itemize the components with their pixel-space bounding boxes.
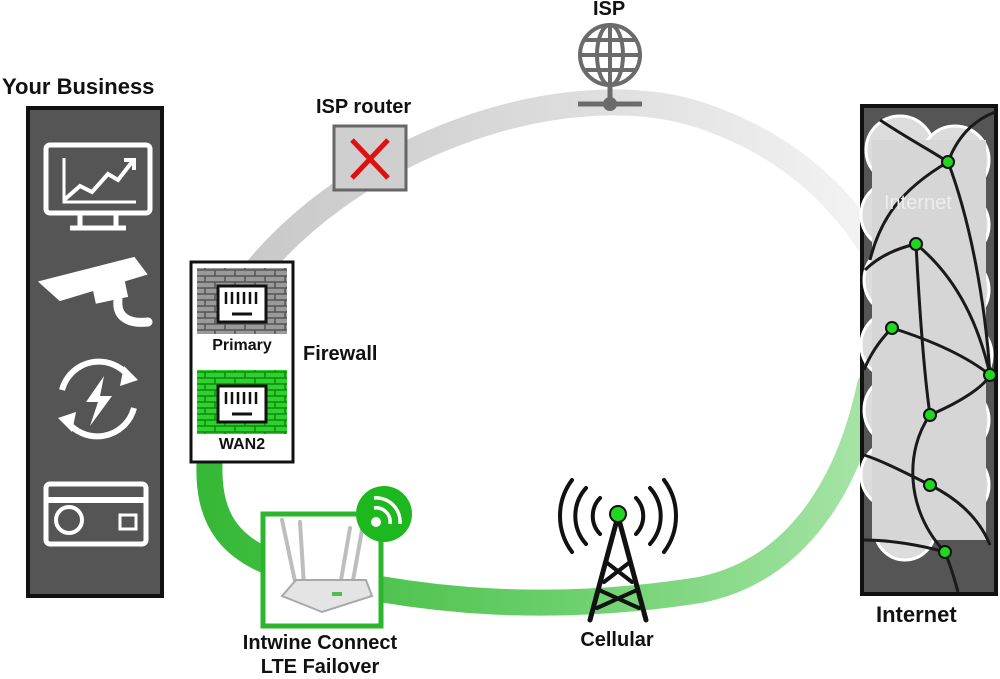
cell-tower-icon [558, 478, 678, 623]
firewall-label: Firewall [303, 343, 378, 365]
ethernet-port-icon [216, 384, 268, 424]
business-panel [26, 106, 164, 598]
security-camera-icon [37, 256, 153, 327]
intwine-label-line2: LTE Failover [260, 656, 380, 678]
credit-card-icon [43, 481, 149, 547]
internet-label: Internet [876, 602, 957, 627]
wifi-signal-icon [356, 486, 412, 542]
primary-port-label: Primary [212, 337, 272, 354]
wan2-port-label: WAN2 [218, 436, 266, 453]
isp-label: ISP [593, 0, 626, 20]
x-mark-icon [350, 138, 390, 180]
isp-router-label: ISP router [316, 96, 412, 118]
globe-network-icon [578, 23, 642, 111]
monitor-chart-icon [43, 142, 153, 231]
failover-path [196, 372, 883, 616]
isp-router-box [332, 124, 408, 192]
ethernet-port-icon [216, 284, 268, 324]
cloud-network-icon [859, 104, 998, 596]
your-business-label: Your Business [2, 74, 155, 99]
power-cycle-icon [58, 358, 138, 440]
lte-router-box [260, 486, 412, 629]
isp-path [227, 89, 893, 305]
cellular-label: Cellular [580, 629, 654, 651]
intwine-label-line1: Intwine Connect [242, 632, 398, 654]
firewall-box [189, 260, 295, 464]
cloud-watermark-text: Internet [884, 192, 952, 214]
